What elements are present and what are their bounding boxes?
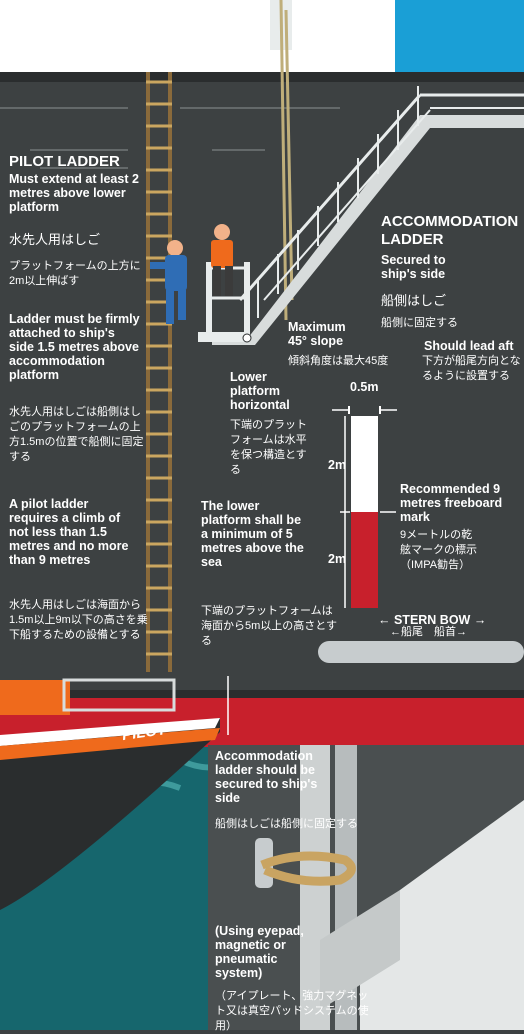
pilot-ladder-extend-note: Must extend at least 2 metres above lowe… xyxy=(9,172,139,214)
freeboard-upper-label: 2m xyxy=(328,458,347,472)
direction-label: ← STERN BOW → xyxy=(378,613,487,627)
lower-platform-horizontal-note-jp: 下端のプラットフォームは水平を保つ構造とする xyxy=(230,419,307,476)
accommodation-ladder xyxy=(198,86,524,345)
fender xyxy=(318,641,524,663)
pilot-ladder-attached-note-jp: 水先人用はしごは船側はしごのプラットフォームの上方1.5mの位置で船側に固定する xyxy=(9,406,144,463)
accommodation-ladder-secured-note: Secured to ship's side xyxy=(381,253,446,281)
superstructure xyxy=(0,0,395,78)
lower-platform-height-note: The lower platform shall be a minimum of… xyxy=(201,499,304,569)
pilot-ladder-title: PILOT LADDER xyxy=(9,153,120,170)
freeboard-mark xyxy=(332,406,397,608)
inset-method-jp: （アイプレート、強力マグネット又は真空パッドシステムの使用） xyxy=(215,990,369,1032)
freeboard-mark-title: Recommended 9 metres freeboard mark xyxy=(400,482,503,524)
pilot-ladder-title-jp: 水先人用はしご xyxy=(9,232,101,247)
slope-label-jp: 傾斜角度は最大45度 xyxy=(288,355,389,367)
hull-side xyxy=(0,82,524,697)
inset-heading: Accommodation ladder should be secured t… xyxy=(215,749,318,805)
lower-platform-horizontal-note: Lower platform horizontal xyxy=(230,370,290,412)
inset-method: (Using eyepad, magnetic or pneumatic sys… xyxy=(215,924,304,980)
pilot-ladder-extend-note-jp: プラットフォームの上方に2m以上伸ばす xyxy=(9,260,141,287)
inset-heading-jp: 船側はしごは船側に固定する xyxy=(215,818,358,830)
lead-aft-note: Should lead aft xyxy=(424,339,514,353)
direction-label-jp: ←船尾 船首→ xyxy=(390,626,467,638)
accommodation-ladder-title-2: LADDER xyxy=(381,231,444,248)
lead-aft-note-jp: 下方が船尾方向となるように設置する xyxy=(422,355,521,382)
pilot-ladder xyxy=(146,72,172,672)
pilot-ladder-attached-note: Ladder must be firmly attached to ship's… xyxy=(9,312,140,382)
pilot-figure xyxy=(150,240,187,324)
inset-panel xyxy=(208,745,524,1030)
freeboard-lower-label: 2m xyxy=(328,552,347,566)
freeboard-mark-title-jp: 9メートルの乾舷マークの標示（IMPA勧告） xyxy=(400,529,477,571)
pilot-boat xyxy=(0,678,220,910)
pilot-ladder-climb-note: A pilot ladder requires a climb of not l… xyxy=(9,497,129,567)
lower-platform-height-note-jp: 下端のプラットフォームは海面から5m以上の高さとする xyxy=(201,605,337,647)
freeboard-width-label: 0.5m xyxy=(350,380,379,394)
accommodation-ladder-secured-note-jp: 船側に固定する xyxy=(381,317,458,329)
accommodation-ladder-title-jp: 船側はしご xyxy=(381,293,447,308)
crew-figure xyxy=(211,224,233,296)
pilot-ladder-climb-note-jp: 水先人用はしごは海面から1.5m以上9m以下の高さを乗下船するための設備とする xyxy=(9,599,148,641)
accommodation-ladder-title-1: ACCOMMODATION xyxy=(381,213,519,230)
slope-label: Maximum 45° slope xyxy=(288,320,346,348)
